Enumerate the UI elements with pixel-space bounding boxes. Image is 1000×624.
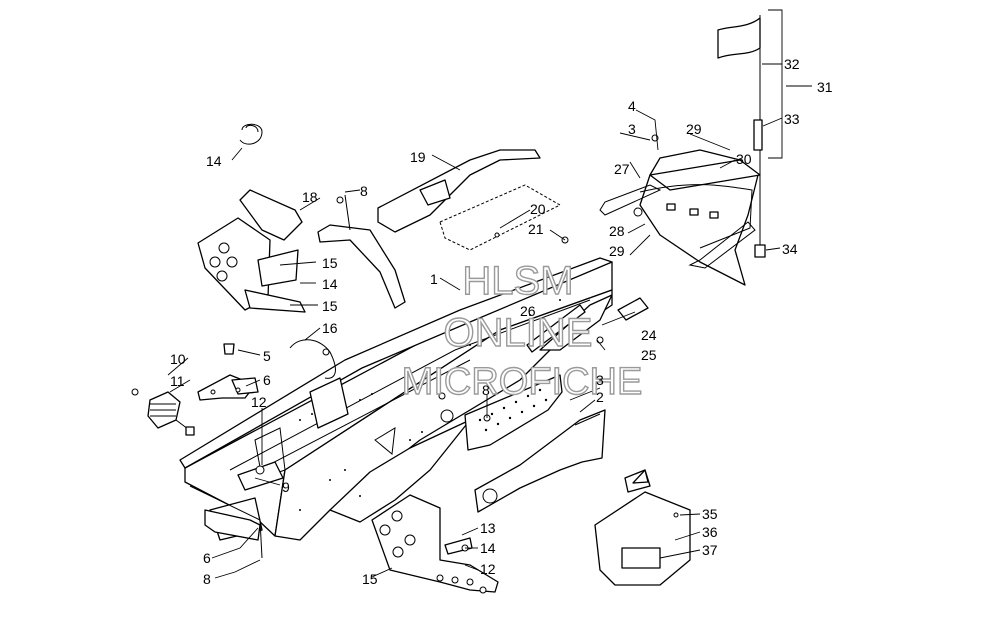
callout: 34 xyxy=(782,241,798,257)
watermark: HLSM ONLINE MICROFICHE xyxy=(401,258,643,403)
callout: 33 xyxy=(784,111,800,127)
callout: 36 xyxy=(702,524,718,540)
callout: 1 xyxy=(430,271,438,287)
callout: 13 xyxy=(480,520,496,536)
callout: 3 xyxy=(596,372,604,388)
watermark-line-2: ONLINE xyxy=(444,311,593,355)
callout: 4 xyxy=(628,98,636,114)
callout: 21 xyxy=(528,221,544,237)
callout: 15 xyxy=(322,298,338,314)
callout: 20 xyxy=(530,201,546,217)
frame-tunnel xyxy=(179,257,613,559)
lower-skid-plate xyxy=(371,494,499,593)
callout: 29 xyxy=(686,121,702,137)
callout: 12 xyxy=(251,394,267,410)
callout: 18 xyxy=(302,189,318,205)
decals xyxy=(526,297,649,484)
callout: 25 xyxy=(641,347,657,363)
callout: 35 xyxy=(702,506,718,522)
lower-plate xyxy=(204,509,261,541)
callout: 2 xyxy=(596,389,604,405)
callout: 15 xyxy=(362,571,378,587)
callout: 30 xyxy=(736,151,752,167)
callout-labels: 14 19 18 8 20 21 1 15 14 15 16 5 6 10 11… xyxy=(170,56,833,587)
callout: 14 xyxy=(322,276,338,292)
callout: 10 xyxy=(170,351,186,367)
access-panel xyxy=(594,469,691,586)
callout: 31 xyxy=(817,79,833,95)
callout: 6 xyxy=(203,550,211,566)
callout: 37 xyxy=(702,542,718,558)
left-skid-plate xyxy=(197,189,306,313)
rear-bumper xyxy=(599,149,761,286)
callout: 3 xyxy=(628,121,636,137)
callout: 8 xyxy=(482,382,490,398)
callout: 16 xyxy=(322,320,338,336)
callout: 24 xyxy=(641,327,657,343)
steering-support xyxy=(317,194,406,309)
callout: 9 xyxy=(282,479,290,495)
mount-bracket xyxy=(197,343,259,401)
clamp-ring xyxy=(239,123,263,145)
callout: 5 xyxy=(263,348,271,364)
callout: 14 xyxy=(480,540,496,556)
callout: 11 xyxy=(170,373,185,389)
callout: 27 xyxy=(614,161,630,177)
callout: 28 xyxy=(609,223,625,239)
leader-lines xyxy=(167,63,812,579)
callout: 15 xyxy=(322,255,338,271)
callout: 8 xyxy=(203,571,211,587)
upper-bracket xyxy=(377,149,562,251)
watermark-line-1: HLSM xyxy=(462,259,573,303)
watermark-line-3: MICROFICHE xyxy=(402,361,643,403)
callout: 29 xyxy=(609,243,625,259)
frame-rivet-dots xyxy=(299,299,561,511)
callout: 6 xyxy=(263,372,271,388)
callout: 12 xyxy=(480,561,496,577)
flag-pole xyxy=(717,9,783,258)
rear-plate xyxy=(464,294,613,451)
callout: 26 xyxy=(520,303,536,319)
wire-harness xyxy=(289,339,336,379)
side-rail xyxy=(474,409,606,513)
callout: 14 xyxy=(206,153,222,169)
regulator-block xyxy=(131,388,195,436)
callout: 8 xyxy=(360,183,368,199)
callout: 19 xyxy=(410,149,426,165)
callout: 32 xyxy=(784,56,800,72)
